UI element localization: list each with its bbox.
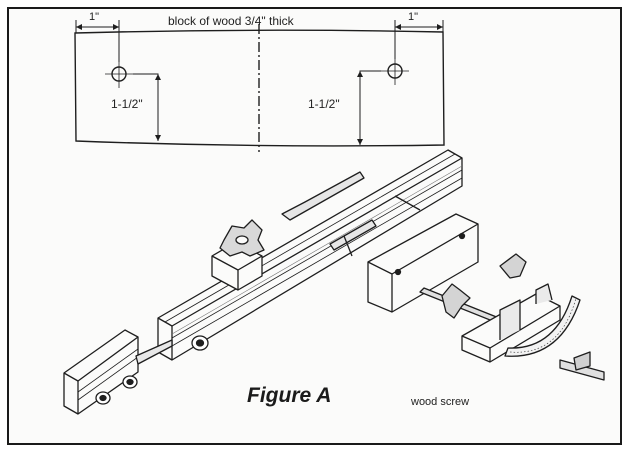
- dim-left-vertical-label: 1-1/2": [111, 97, 143, 111]
- dim-left-top-label: 1": [89, 11, 99, 23]
- wing-knob: [441, 283, 471, 319]
- wood-block-drawing: [74, 20, 445, 152]
- dim-right-top-label: 1": [408, 11, 418, 23]
- rail-screws: [95, 335, 209, 405]
- wood-screw-callout: wood screw: [410, 396, 469, 408]
- dim-right-vertical-label: 1-1/2": [308, 97, 340, 111]
- wood-block-outline: [74, 29, 445, 147]
- fence-assembly-drawing: [63, 149, 605, 415]
- figure-title: Figure A: [247, 384, 331, 407]
- protractor-arc: [504, 295, 581, 357]
- block-label: block of wood 3/4" thick: [168, 14, 295, 28]
- wood-fence-block: [367, 213, 479, 313]
- connecting-rod: [135, 339, 173, 365]
